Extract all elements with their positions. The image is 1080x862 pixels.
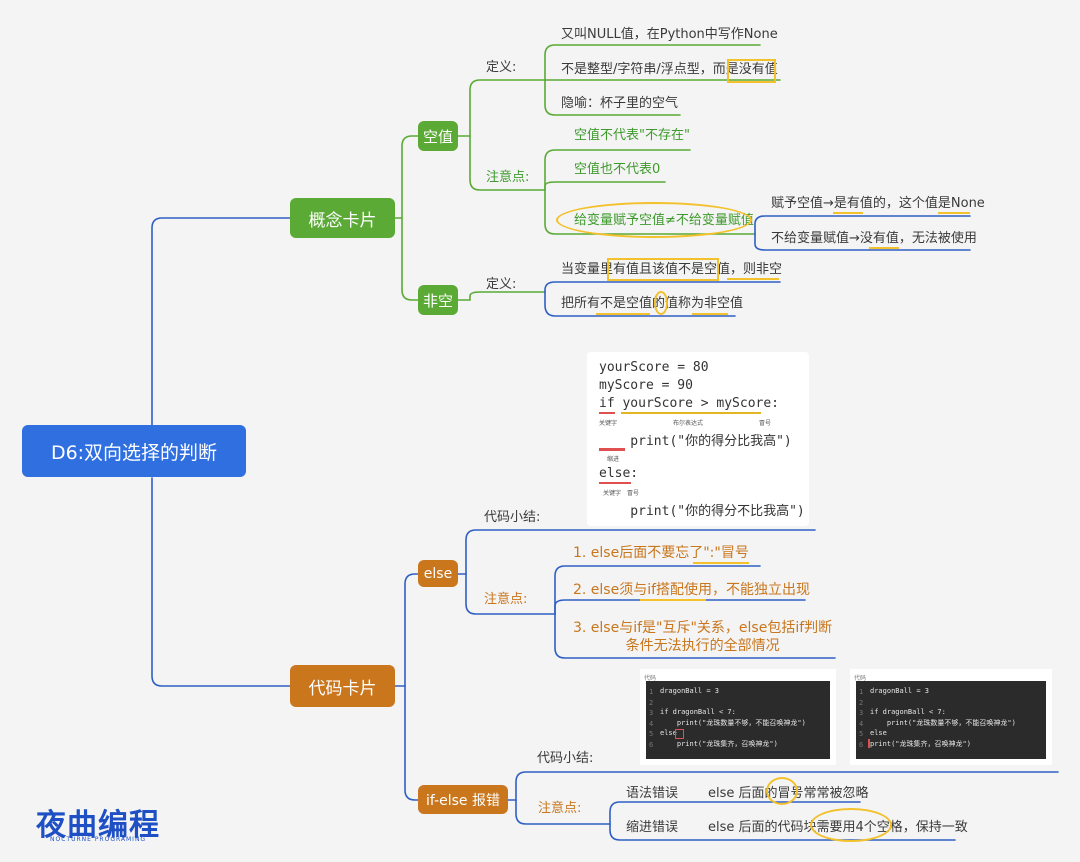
code-line: else — [660, 729, 677, 737]
code-line: print("龙珠集齐，召唤神龙") — [660, 740, 778, 748]
null-note-item: 空值不代表"不存在" — [574, 128, 690, 143]
null-definition-item: 又叫NULL值，在Python中写作None — [561, 27, 778, 42]
non-null-node[interactable]: 非空 — [418, 285, 458, 315]
concept-card-node[interactable]: 概念卡片 — [290, 198, 395, 238]
screenshot-header: 代码 — [854, 675, 867, 682]
else-note-item: 2. else须与if搭配使用，不能独立出现 — [573, 582, 811, 598]
condition-mark — [621, 412, 761, 414]
null-definition-item: 隐喻：杯子里的空气 — [561, 96, 679, 111]
null-definition-item: 不是整型/字符串/浮点型，而是没有值 — [561, 62, 778, 77]
highlight-underline — [692, 313, 728, 315]
null-value-node[interactable]: 空值 — [418, 121, 458, 151]
non-null-definition-item: 把所有不是空值的值称为非空值 — [561, 296, 744, 311]
highlight-ellipse — [810, 808, 892, 842]
error-mark — [675, 729, 684, 739]
highlight-box — [727, 59, 776, 83]
highlight-underline — [693, 562, 749, 564]
highlight-underline — [596, 313, 650, 315]
highlight-underline — [938, 212, 970, 214]
code-line: else — [870, 729, 887, 737]
error-type: 缩进错误 — [626, 820, 679, 835]
code-line: print("龙珠数量不够，不能召唤神龙") — [660, 719, 806, 727]
code-line: yourScore = 80 — [599, 360, 709, 375]
else-notes-label: 注意点: — [484, 592, 528, 607]
keyword-mark — [599, 482, 631, 484]
null-sub-item: 赋予空值→是有值的，这个值是None — [771, 196, 985, 211]
annotation: 缩进 — [607, 456, 620, 463]
ifelse-error-node[interactable]: if-else 报错 — [418, 785, 508, 814]
indent-mark — [599, 448, 625, 451]
highlight-ellipse — [556, 202, 752, 238]
code-line: if yourScore > myScore: — [599, 396, 780, 411]
brand-logo: 夜曲编程 — [36, 808, 160, 843]
highlight-ellipse — [654, 291, 668, 315]
highlight-underline — [727, 278, 779, 280]
non-null-definition-item: 当变量里有值且该值不是空值，则非空 — [561, 262, 783, 277]
highlight-underline — [640, 599, 706, 601]
code-line: print("龙珠集齐，召唤神龙") — [870, 740, 971, 748]
annotation: 关键字 — [603, 490, 622, 497]
else-note-item: 1. else后面不要忘了":"冒号 — [573, 545, 749, 561]
annotation: 冒号 — [759, 420, 772, 427]
null-notes-label: 注意点: — [486, 170, 530, 185]
highlight-underline — [833, 212, 863, 214]
code-line: print("龙珠数量不够，不能召唤神龙") — [870, 719, 1016, 727]
brand-logo-subtitle: NOCTURNE PROGRAMING — [50, 836, 147, 843]
code-line: dragonBall = 3 — [660, 687, 720, 695]
screenshot-header: 代码 — [644, 675, 657, 682]
null-definition-label: 定义: — [486, 60, 517, 75]
code-card-node[interactable]: 代码卡片 — [290, 665, 395, 707]
code-line: else: — [599, 466, 639, 481]
non-null-definition-label: 定义: — [486, 277, 517, 292]
highlight-ellipse — [766, 777, 798, 805]
null-note-item: 空值也不代表0 — [574, 162, 661, 177]
else-note-item: 3. else与if是"互斥"关系，else包括if判断 条件无法执行的全部情况 — [573, 620, 833, 654]
error-mark — [868, 739, 870, 748]
highlight-box — [607, 258, 719, 281]
code-line: if dragonBall < 7: — [870, 708, 946, 716]
code-line: print("你的得分比我高") — [599, 434, 792, 449]
keyword-mark — [599, 412, 615, 414]
code-example-card: yourScore = 80 myScore = 90 if yourScore… — [587, 352, 809, 526]
annotation: 关键字 — [599, 420, 618, 427]
code-line: dragonBall = 3 — [870, 687, 930, 695]
else-summary-label: 代码小结: — [484, 510, 541, 525]
else-node[interactable]: else — [418, 560, 458, 587]
null-sub-item: 不给变量赋值→没有值，无法被使用 — [771, 231, 977, 246]
annotation: 布尔表达式 — [673, 420, 704, 427]
root-node[interactable]: D6:双向选择的判断 — [22, 425, 246, 477]
ifelse-notes-label: 注意点: — [538, 801, 582, 816]
code-line: myScore = 90 — [599, 378, 693, 393]
error-type: 语法错误 — [626, 786, 679, 801]
code-line: if dragonBall < 7: — [660, 708, 736, 716]
annotation: 冒号 — [627, 490, 640, 497]
highlight-underline — [869, 247, 899, 249]
ifelse-summary-label: 代码小结: — [537, 751, 594, 766]
code-line: print("你的得分不比我高") — [599, 504, 805, 519]
